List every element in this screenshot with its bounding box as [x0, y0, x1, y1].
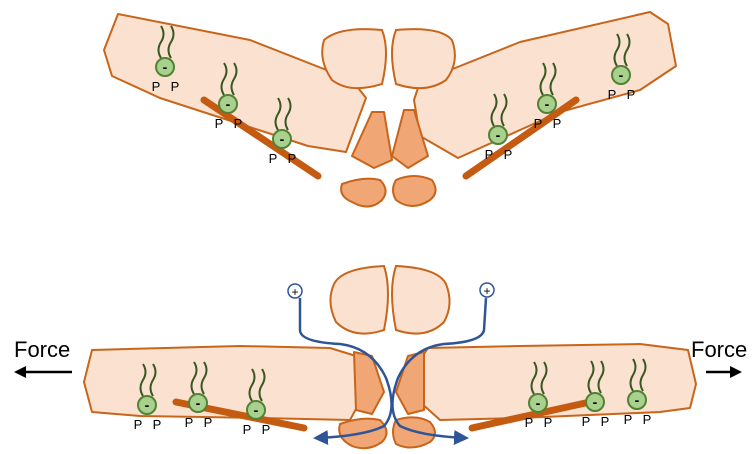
phosphate-label: P — [269, 151, 278, 166]
phosphate-label: P — [485, 147, 494, 162]
cation-left: + — [288, 284, 302, 299]
membrane-right-top — [414, 12, 676, 158]
channel-lower-domain-left — [341, 179, 385, 207]
phosphate-label: P — [171, 79, 180, 94]
channel-lower-domain-right — [393, 176, 436, 206]
channel-upper-domain-left — [330, 266, 388, 334]
headgroup-charge: - — [619, 67, 624, 83]
force-label-right: Force — [691, 337, 747, 363]
phosphate-label: P — [234, 116, 243, 131]
headgroup-charge: - — [196, 395, 201, 411]
phosphate-label: P — [204, 415, 213, 430]
headgroup-charge: - — [635, 392, 640, 408]
open-state-panel: + + - P P - P P - P P — [14, 266, 742, 448]
phosphate-label: P — [643, 412, 652, 427]
force-arrow-left — [14, 366, 72, 378]
phosphate-label: P — [534, 116, 543, 131]
headgroup-charge: - — [280, 131, 285, 147]
closed-state-panel: - P P - P P - P P - P P — [104, 12, 676, 207]
phosphate-label: P — [134, 417, 143, 432]
arrow-head — [730, 366, 742, 378]
channel-pore-left — [354, 352, 384, 414]
channel-upper-domain-right — [392, 29, 455, 88]
phosphate-label: P — [504, 147, 513, 162]
headgroup-charge: - — [496, 127, 501, 143]
cation-charge: + — [483, 284, 490, 298]
phosphate-label: P — [553, 116, 562, 131]
phosphate-label: P — [624, 412, 633, 427]
phosphate-label: P — [544, 415, 553, 430]
headgroup-charge: - — [226, 96, 231, 112]
arrow-head — [14, 366, 26, 378]
phosphate-label: P — [185, 415, 194, 430]
headgroup-charge: - — [163, 59, 168, 75]
headgroup-charge: - — [593, 394, 598, 410]
phosphate-label: P — [288, 151, 297, 166]
force-arrow-right — [706, 366, 742, 378]
channel-upper-domain-left — [322, 29, 386, 88]
headgroup-charge: - — [254, 402, 259, 418]
force-label-left: Force — [14, 337, 70, 363]
phosphate-label: P — [153, 417, 162, 432]
headgroup-charge: - — [145, 397, 150, 413]
phosphate-label: P — [601, 414, 610, 429]
phosphate-label: P — [582, 414, 591, 429]
headgroup-charge: - — [545, 96, 550, 112]
phosphate-label: P — [262, 422, 271, 437]
phosphate-label: P — [627, 87, 636, 102]
channel-upper-domain-right — [392, 266, 450, 334]
phosphate-label: P — [525, 415, 534, 430]
membrane-left-top — [104, 14, 366, 152]
cation-right: + — [480, 283, 494, 298]
headgroup-charge: - — [536, 395, 541, 411]
phosphate-label: P — [243, 422, 252, 437]
phosphate-label: P — [215, 116, 224, 131]
phosphate-label: P — [152, 79, 161, 94]
cation-charge: + — [291, 285, 298, 299]
phosphate-label: P — [608, 87, 617, 102]
channel-lower-domain-right — [393, 417, 435, 447]
